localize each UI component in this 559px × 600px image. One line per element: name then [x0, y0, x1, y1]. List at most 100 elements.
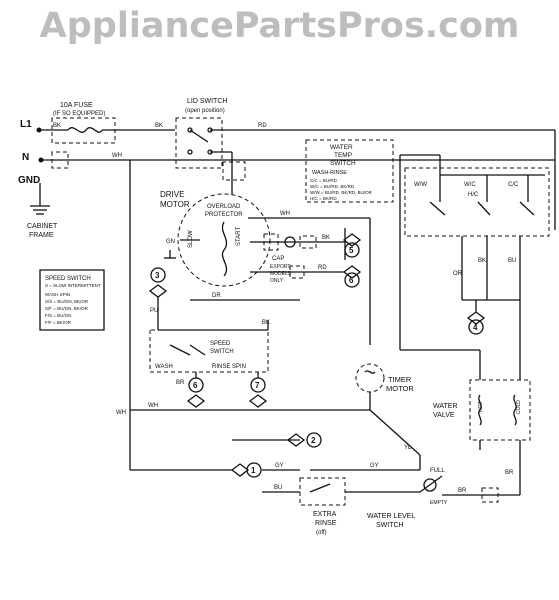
switch-label-cc: C/C	[508, 182, 519, 188]
label-pu: PU	[150, 308, 158, 314]
level-full: FULL	[430, 468, 445, 474]
label-yl: YL	[404, 445, 412, 451]
speed-row-2: S/S = BU/GN, BK/OR	[45, 299, 89, 304]
water-level-label-2: SWITCH	[376, 522, 404, 529]
contact-5-diamond	[342, 233, 362, 247]
speed-legend-box	[39, 269, 105, 331]
cap-label: CAP	[272, 256, 284, 262]
fuse-label-2: (IF SO EQUIPPED)	[53, 111, 105, 117]
fuse-label-1: 10A FUSE	[60, 102, 93, 109]
lid-contact-3	[187, 149, 193, 155]
timer-motor-label-1: TIMER	[388, 375, 412, 384]
water-valve-label-2: VALVE	[433, 412, 455, 419]
water-valve-label-1: WATER	[433, 403, 458, 410]
label-gy-level: GY	[370, 463, 379, 469]
terminal-l1: L1	[20, 119, 32, 130]
contact-2-diamond	[286, 433, 306, 447]
contact-3-diamond	[148, 284, 168, 298]
contact-4-diamond	[466, 311, 486, 325]
label-bu-temp: BU	[508, 258, 516, 264]
extra-rinse-label-3: (off)	[316, 530, 327, 536]
contact-2-circle	[306, 432, 322, 448]
cap-note-4: ONLY	[270, 278, 284, 284]
temp-switch-label-3: SWITCH	[330, 160, 356, 167]
valve-term-cold: COLD	[516, 400, 522, 414]
switch-label-hc: H/C	[468, 192, 479, 198]
speed-blade-1	[169, 344, 191, 356]
contact-5-circle	[344, 242, 360, 258]
fuse-icon	[67, 127, 103, 133]
temp-switch-label-2: TEMP	[334, 152, 352, 159]
wire-yl	[369, 409, 421, 456]
label-bk-cap: BK	[322, 235, 330, 241]
temp-blade-3	[519, 201, 535, 216]
valve-coil-cold-icon	[513, 394, 517, 426]
overload-label-2: PROTECTOR	[205, 212, 243, 218]
lid-switch-box	[175, 117, 223, 169]
temp-blade-2	[477, 201, 491, 216]
drive-motor-label-2: MOTOR	[160, 200, 190, 209]
water-level-switch-icon	[423, 478, 437, 492]
cap-connector	[263, 233, 279, 251]
contact-6b-number: 6	[193, 381, 198, 390]
speed-row-4: F/S = BU/GN	[45, 313, 71, 318]
speed-row-5: F/F = BK/OR	[45, 320, 72, 325]
contact-1-diamond	[230, 463, 250, 477]
l1-node	[36, 127, 42, 133]
contact-4-circle	[468, 319, 484, 335]
rinse-spin-label: RINSE SPIN	[212, 364, 246, 370]
label-gy-1: GY	[275, 463, 284, 469]
temp-switch-label-1: WATER	[330, 144, 353, 151]
wash-label: WASH	[155, 364, 173, 370]
drive-motor-outline	[177, 193, 271, 287]
label-br-valve: BR	[505, 470, 514, 476]
label-bk-speed: BK	[262, 320, 270, 326]
speed-row-1: WASH SPIN	[45, 292, 70, 297]
label-br-6b: BR	[176, 380, 185, 386]
label-rd-lid: RD	[258, 123, 267, 129]
label-wh-vert: WH	[116, 410, 126, 416]
speed-legend-1: SPEED SWITCH	[45, 276, 91, 282]
motor-winding-icon	[221, 221, 228, 277]
label-dr-motor: DR	[212, 293, 221, 299]
temp-row-2: W/C = BU/RD, BK/RD	[310, 184, 355, 189]
drive-motor-label-1: DRIVE	[160, 190, 184, 199]
speed-row-3: S/F = BU/GN, BK/OR	[45, 306, 89, 311]
motor-term-slow: SLOW	[188, 230, 194, 248]
label-or-temp: OR	[453, 271, 463, 277]
label-bu-extra: BU	[274, 485, 282, 491]
cap-note-3: MODELS	[270, 271, 292, 277]
label-bk-lid: BK	[155, 123, 163, 129]
cabinet-label-2: FRAME	[29, 232, 54, 239]
label-wh-motor: WH	[280, 211, 290, 217]
water-level-label-1: WATER LEVEL	[367, 513, 415, 520]
timer-motor-label-2: MOTOR	[386, 384, 414, 393]
terminal-gnd: GND	[18, 175, 40, 186]
label-wh-n: WH	[112, 153, 122, 159]
cabinet-label-1: CABINET	[27, 223, 58, 230]
contact-2-number: 2	[311, 436, 316, 445]
contact-4-number: 4	[473, 323, 478, 332]
temp-row-4: H/C = BK/RD	[310, 196, 337, 201]
contact-1-number: 1	[251, 466, 256, 475]
level-connector	[481, 487, 499, 503]
contact-6-number: 6	[349, 276, 354, 285]
temp-blade-1	[429, 201, 446, 216]
speed-legend-2: S = SLOW INTERMITTENT	[45, 283, 101, 288]
lid-switch-label-1: LID SWITCH	[187, 98, 227, 105]
lid-contact-1	[187, 127, 193, 133]
extra-rinse-blade	[309, 483, 331, 493]
lid-switch-blade	[189, 129, 209, 143]
level-empty: EMPTY	[430, 500, 448, 506]
motor-term-start: START	[236, 227, 242, 246]
extra-rinse-box	[299, 477, 346, 506]
overload-label-1: OVERLOAD	[207, 204, 241, 210]
contact-6-circle	[344, 272, 360, 288]
cap-icon	[284, 236, 296, 248]
speed-blade-2	[189, 344, 206, 356]
connector-6	[289, 265, 305, 279]
lid-connector	[222, 161, 246, 181]
contact-7-diamond	[248, 394, 268, 408]
timer-motor-icon	[364, 370, 376, 374]
